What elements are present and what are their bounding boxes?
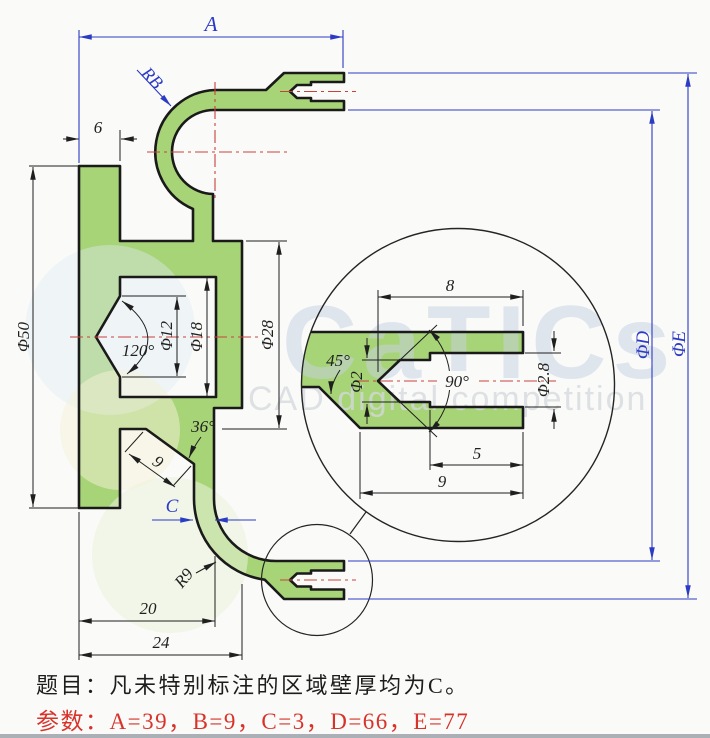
- detail-section-shape: [301, 332, 523, 428]
- screenshot-bottom-edge: [0, 734, 710, 738]
- detail-view-circle: [300, 227, 616, 543]
- dim-label-phi28: Φ28: [258, 320, 277, 350]
- dim-label-5: 5: [473, 444, 482, 463]
- dim-label-phi12: Φ12: [157, 321, 176, 351]
- dim-label-phi18: Φ18: [187, 322, 206, 352]
- note-parameters-line: 参数：A=39，B=9，C=3，D=66，E=77: [36, 709, 470, 734]
- watermark-circle-2: [92, 477, 248, 633]
- dim-label-8: 8: [446, 276, 455, 295]
- dim-label-6: 6: [94, 118, 103, 137]
- dim-label-phi50: Φ50: [14, 322, 33, 352]
- label-mask: [437, 371, 479, 390]
- watermark-circle-1: [25, 245, 195, 415]
- dim-label-phie: ΦE: [669, 331, 690, 357]
- dim-label-120deg: 120°: [122, 341, 155, 360]
- dim-label-20: 20: [140, 599, 158, 618]
- detail-dimensions: 8 45° Φ2 90° Φ2.8 5 9: [326, 276, 561, 499]
- detail-source-circle: [260, 523, 374, 637]
- dim-label-phi2: Φ2: [347, 371, 366, 393]
- parametric-dimensions: A RB C ΦD ΦE: [78, 12, 697, 600]
- dim-label-c: C: [166, 496, 179, 517]
- main-section-outline: [77, 71, 346, 601]
- watermark: CaTICs CAD digital competition: [25, 245, 670, 633]
- dim-label-rb: RB: [137, 62, 167, 92]
- dim-label-phid: ΦD: [633, 331, 654, 359]
- dim-label-36deg: 36°: [190, 417, 215, 436]
- detail-leader-line: [349, 511, 367, 535]
- dim-label-phi2-8: Φ2.8: [534, 362, 553, 397]
- dim-label-9-detail: 9: [438, 472, 447, 491]
- detail-section-outline: [301, 330, 525, 430]
- dim-label-a: A: [203, 12, 218, 36]
- dim-label-24: 24: [153, 633, 171, 652]
- drawing-canvas: CaTICs CAD digital competition 6 Φ50 Φ12: [14, 12, 697, 660]
- note-title-line: 题目：凡未特别标注的区域壁厚均为C。: [36, 673, 470, 698]
- dim-label-90deg: 90°: [445, 372, 469, 391]
- dim-label-45deg: 45°: [326, 351, 350, 370]
